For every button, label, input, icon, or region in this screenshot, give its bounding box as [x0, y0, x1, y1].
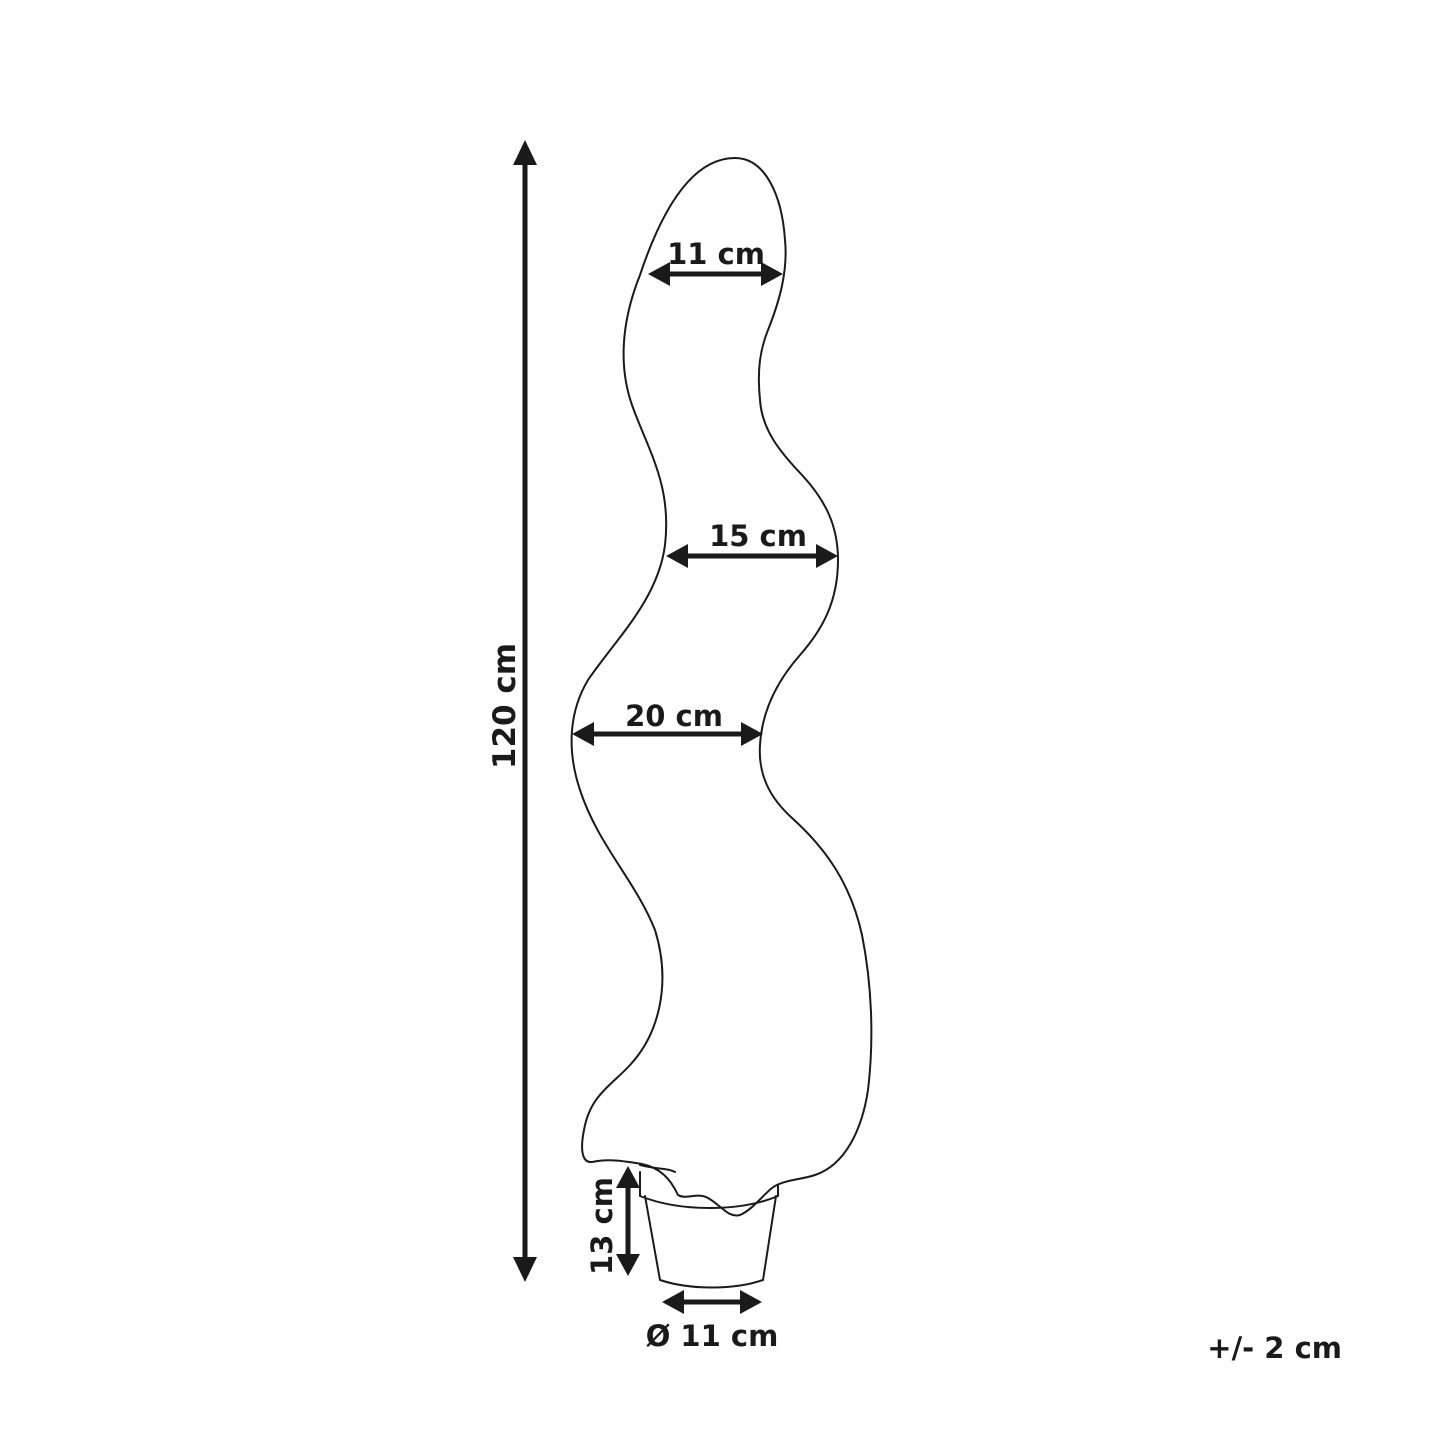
lower-width-arrow — [572, 722, 763, 746]
middle-width-label: 15 cm — [709, 519, 807, 553]
plant-outline — [570, 157, 873, 1217]
pot-height-label: 13 cm — [585, 1177, 619, 1275]
tolerance-note: +/- 2 cm — [1207, 1331, 1342, 1365]
pot-rim — [639, 1171, 779, 1209]
pot-diameter-label: Ø 11 cm — [646, 1319, 779, 1353]
total-height-label: 120 cm — [487, 643, 523, 769]
middle-width-arrow — [666, 544, 838, 568]
pot-height-arrow — [616, 1166, 640, 1276]
total-height-arrow — [513, 140, 537, 1282]
top-width-label: 11 cm — [667, 237, 765, 271]
top-width-arrow — [648, 262, 783, 286]
pot-body — [644, 1195, 777, 1289]
foliage-bottom-edge — [639, 1164, 676, 1173]
pot-diameter-arrow — [662, 1290, 762, 1314]
lower-width-label: 20 cm — [625, 699, 723, 733]
